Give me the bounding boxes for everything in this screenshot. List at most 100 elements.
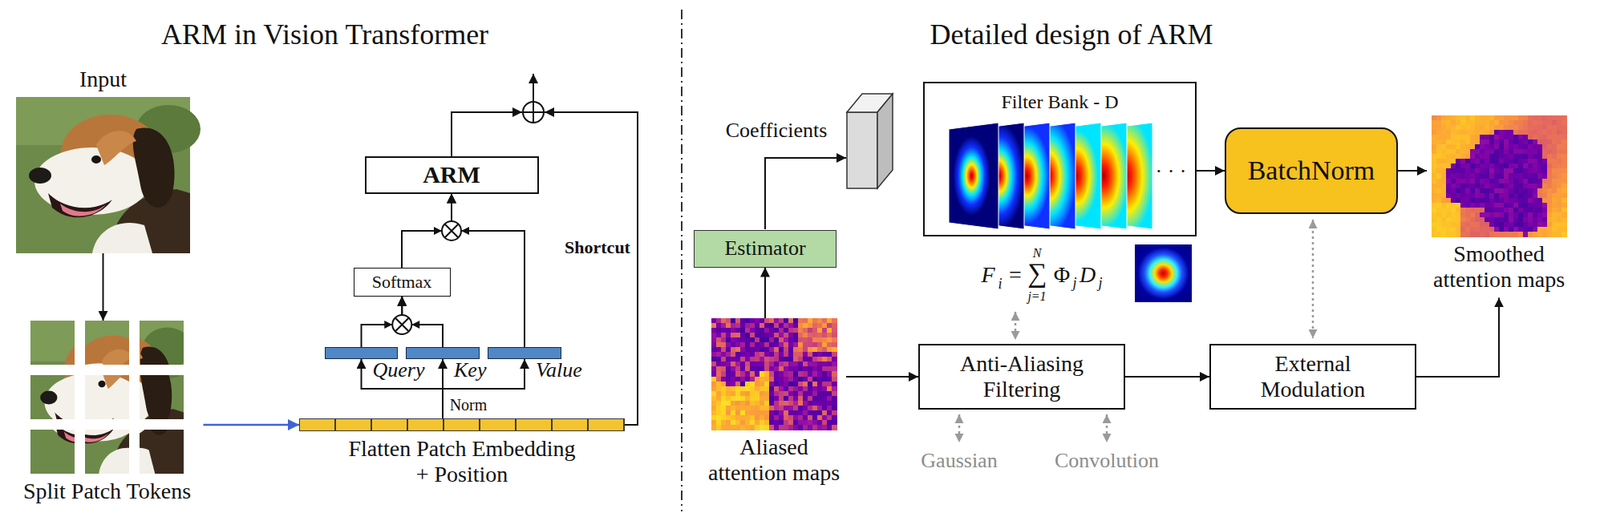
- heat-cell: [764, 425, 770, 431]
- box-label: External Modulation: [1232, 351, 1394, 403]
- heat-cell: [826, 361, 833, 368]
- heat-cell: [735, 405, 742, 412]
- heat-cell: [1431, 134, 1438, 141]
- heat-cell: [1561, 231, 1568, 238]
- heat-cell: [1484, 183, 1491, 190]
- heat-cell: [783, 342, 790, 349]
- heat-cell: [1455, 163, 1462, 170]
- heat-cell: [1431, 158, 1438, 165]
- heat-cell: [1484, 198, 1491, 204]
- heat-cell: [1508, 125, 1515, 131]
- heat-cell: [1465, 198, 1471, 204]
- heat-cell: [831, 401, 838, 407]
- heat-cell: [1537, 144, 1544, 150]
- heat-cell: [1441, 217, 1447, 223]
- heat-cell: [793, 410, 799, 417]
- heat-cell: [783, 425, 790, 431]
- heat-cell: [822, 381, 828, 388]
- heat-cell: [745, 381, 751, 388]
- heat-cell: [1551, 198, 1558, 204]
- heat-cell: [1551, 158, 1558, 165]
- heat-cell: [754, 420, 761, 426]
- caption: Query: [372, 358, 426, 383]
- heat-cell: [1518, 129, 1524, 136]
- heat-cell: [1479, 226, 1486, 233]
- attention-map: Aliased attention maps: [701, 318, 847, 491]
- heat-cell: [730, 425, 737, 431]
- heat-cell: [1532, 149, 1539, 155]
- heat-cell: [716, 420, 722, 426]
- heat-cell: [1460, 198, 1467, 204]
- heat-cell: [1498, 149, 1505, 155]
- heat-cell: [721, 386, 727, 393]
- heat-cell: [716, 386, 722, 393]
- heat-cell: [1431, 222, 1438, 228]
- dotted-link: [1105, 414, 1109, 443]
- heat-cell: [1498, 222, 1505, 228]
- heat-cell: [788, 415, 794, 422]
- heat-cell: [1455, 158, 1462, 165]
- heat-cell: [1441, 183, 1447, 190]
- heat-cell: [721, 332, 727, 339]
- heat-cell: [1551, 168, 1558, 175]
- heat-cell: [1518, 163, 1524, 170]
- patch-image: [139, 429, 184, 474]
- heat-cell: [1436, 125, 1443, 131]
- heat-cell: [773, 347, 780, 353]
- heat-cell: [788, 332, 794, 339]
- heat-cell: [1484, 212, 1491, 219]
- patch-tile: [85, 375, 130, 420]
- heat-cell: [826, 381, 833, 388]
- heat-cell: [1542, 202, 1548, 209]
- heat-cell: [740, 352, 746, 358]
- heat-cell: [783, 386, 790, 393]
- heat-cell: [773, 352, 780, 358]
- heat-cell: [1474, 198, 1481, 204]
- heat-cell: [1503, 188, 1510, 195]
- heat-cell: [778, 405, 785, 412]
- heat-cell: [1542, 144, 1548, 150]
- heat-cell: [788, 396, 794, 402]
- heat-cell: [1489, 217, 1495, 223]
- heat-cell: [1431, 120, 1438, 126]
- patch-image: [139, 375, 184, 420]
- heat-cell: [1484, 134, 1491, 141]
- heat-cell: [1431, 115, 1438, 122]
- heat-cell: [1513, 212, 1519, 219]
- heat-cell: [817, 328, 823, 334]
- heat-cell: [1542, 207, 1548, 214]
- heat-cell: [759, 352, 766, 358]
- heat-cell: [1489, 207, 1495, 214]
- heat-cell: [1532, 163, 1539, 170]
- heat-cell: [1465, 173, 1471, 179]
- token-bar: [299, 418, 625, 432]
- heat-cell: [778, 347, 785, 353]
- heat-cell: [1561, 173, 1568, 179]
- heat-cell: [788, 361, 794, 368]
- heat-cell: [1556, 134, 1563, 141]
- heat-cell: [1470, 134, 1476, 141]
- heat-cell: [1513, 226, 1519, 233]
- heat-cell: [1465, 226, 1471, 233]
- heat-cell: [1450, 231, 1457, 238]
- connector: [361, 359, 444, 419]
- heat-cell: [793, 323, 799, 329]
- heat-cell: [754, 323, 761, 329]
- heat-cell: [1518, 178, 1524, 185]
- heat-cell: [822, 361, 828, 368]
- heat-cell: [740, 396, 746, 402]
- connector: [1125, 376, 1210, 378]
- heat-cell: [1508, 212, 1515, 219]
- heat-cell: [711, 420, 717, 426]
- heat-cell: [783, 420, 790, 426]
- heat-cell: [730, 391, 737, 397]
- heat-cell: [1518, 207, 1524, 214]
- heat-cell: [1484, 207, 1491, 214]
- heat-cell: [759, 376, 766, 383]
- heat-cell: [812, 366, 819, 373]
- heat-cell: [797, 381, 804, 388]
- heat-cell: [725, 376, 732, 383]
- heat-cell: [1431, 202, 1438, 209]
- heat-cell: [1542, 149, 1548, 155]
- heat-cell: [822, 386, 828, 393]
